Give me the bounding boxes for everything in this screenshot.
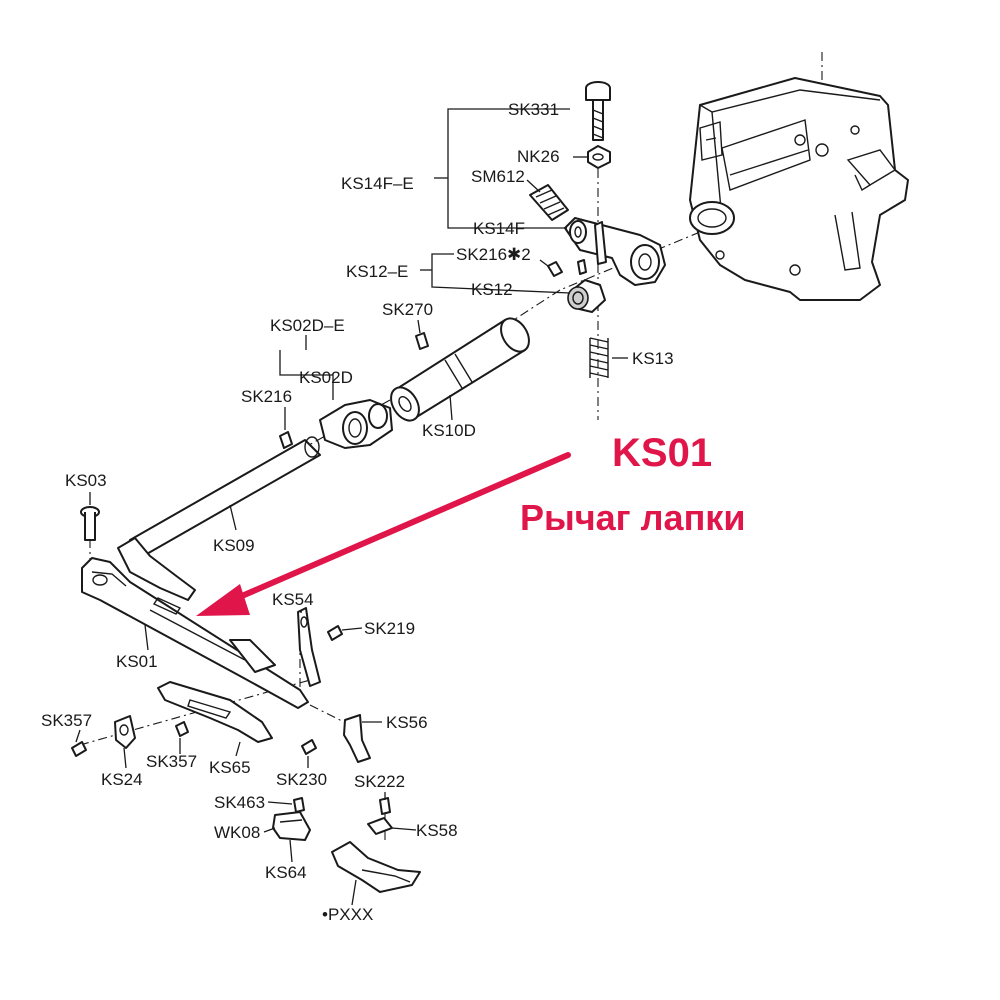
label-ks02d: KS02D xyxy=(299,368,353,387)
collar-ks12 xyxy=(567,279,606,313)
label-ks12: KS12 xyxy=(471,280,513,299)
screw-sk216x2 xyxy=(547,259,587,277)
label-nk26: NK26 xyxy=(517,147,560,166)
label-ks56: KS56 xyxy=(386,713,428,732)
leader-lines xyxy=(75,108,628,906)
label-ks14f: KS14F xyxy=(473,219,525,238)
label-sk216x2: SK216✱2 xyxy=(456,245,531,264)
label-ks14f-e: KS14F–E xyxy=(341,174,414,193)
highlight-arrow xyxy=(196,452,571,616)
screw-sk230 xyxy=(301,739,317,755)
label-sk357-center: SK357 xyxy=(146,752,197,771)
label-ks24: KS24 xyxy=(101,770,143,789)
label-sk216: SK216 xyxy=(241,387,292,406)
label-ks12-e: KS12–E xyxy=(346,262,408,281)
part-labels: SK331 NK26 SM612 KS14F–E KS14F SK216✱2 K… xyxy=(41,100,674,924)
screw-sm612 xyxy=(529,184,569,221)
highlight-title: KS01 xyxy=(612,431,712,475)
rod-ks09 xyxy=(117,436,321,601)
screw-sk222 xyxy=(379,797,391,815)
part-ks56 xyxy=(343,714,371,763)
plate-ks65 xyxy=(157,681,273,743)
label-sk357-left: SK357 xyxy=(41,711,92,730)
highlight-subtitle: Рычаг лапки xyxy=(520,497,745,538)
screw-sk216 xyxy=(279,431,293,449)
label-ks03: KS03 xyxy=(65,471,107,490)
label-ks54: KS54 xyxy=(272,590,314,609)
label-sk219: SK219 xyxy=(364,619,415,638)
screw-sk357 xyxy=(71,721,189,757)
label-sk270: SK270 xyxy=(382,300,433,319)
label-ks01: KS01 xyxy=(116,652,158,671)
label-sk463: SK463 xyxy=(214,793,265,812)
label-sk222: SK222 xyxy=(354,772,405,791)
lever-ks01 xyxy=(81,557,309,709)
label-ks64: KS64 xyxy=(265,863,307,882)
label-ks02d-e: KS02D–E xyxy=(270,316,345,335)
bracket-ks14f xyxy=(564,217,666,286)
label-sm612: SM612 xyxy=(471,167,525,186)
label-ks65: KS65 xyxy=(209,758,251,777)
label-ks58: KS58 xyxy=(416,821,458,840)
label-pxxx: •PXXX xyxy=(322,905,373,924)
part-ks64 xyxy=(272,811,311,841)
part-ks24 xyxy=(114,715,136,749)
label-wk08: WK08 xyxy=(214,823,260,842)
screw-sk331 xyxy=(585,81,611,141)
nut-nk26 xyxy=(587,145,611,169)
pin-sk270 xyxy=(415,332,429,350)
screw-sk219 xyxy=(327,625,343,641)
part-ks58 xyxy=(367,817,393,835)
screw-ks03 xyxy=(80,506,100,541)
spring-ks13 xyxy=(589,337,609,378)
label-ks09: KS09 xyxy=(213,536,255,555)
label-sk331: SK331 xyxy=(508,100,559,119)
label-ks13: KS13 xyxy=(632,349,674,368)
label-ks10d: KS10D xyxy=(422,421,476,440)
link-ks54 xyxy=(297,607,321,687)
screw-sk463 xyxy=(293,797,305,813)
presser-foot-pxxx xyxy=(331,841,421,893)
label-sk230: SK230 xyxy=(276,770,327,789)
machine-head xyxy=(689,77,909,301)
clamp-ks02d xyxy=(319,399,393,449)
shaft-ks10d xyxy=(390,317,530,422)
